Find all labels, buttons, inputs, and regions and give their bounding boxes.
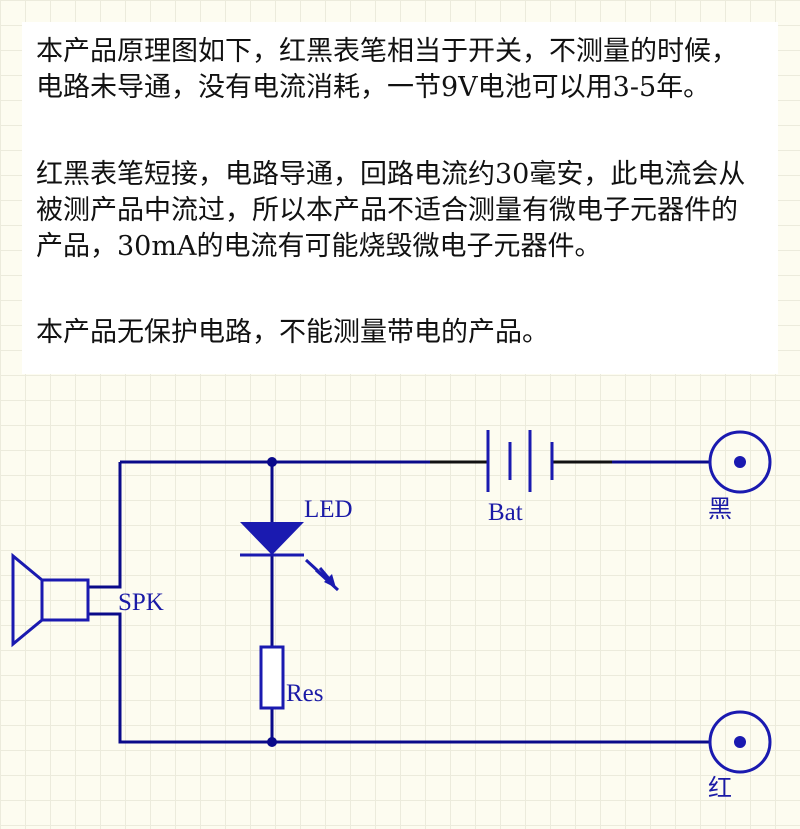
led-symbol [240,522,340,592]
black-probe-label: 黑 [708,495,732,523]
red-probe-terminal [708,710,772,774]
circuit-wires [88,460,710,744]
description-panel: 本产品原理图如下，红黑表笔相当于开关，不测量的时候，电路未导通，没有电流消耗，一… [22,22,778,374]
junction-dot [267,457,277,467]
resistor-label: Res [286,680,324,707]
bottom-wire [88,612,710,744]
speaker-symbol [11,552,90,648]
black-probe-terminal [708,430,772,494]
description-paragraph: 本产品原理图如下，红黑表笔相当于开关，不测量的时候，电路未导通，没有电流消耗，一… [36,36,738,103]
speaker-label: SPK [118,589,164,616]
resistor-symbol [259,645,285,710]
battery-label: Bat [488,499,523,526]
red-probe-label: 红 [708,774,732,802]
description-paragraph: 红黑表笔短接，电路导通，回路电流约30毫安，此电流会从被测产品中流过，所以本产品… [36,159,746,262]
speaker-wire-top [88,462,122,589]
led-label: LED [304,496,353,523]
battery-symbol [486,430,554,492]
description-paragraph: 本产品无保护电路，不能测量带电的产品。 [36,317,549,348]
junction-dot [267,737,277,747]
